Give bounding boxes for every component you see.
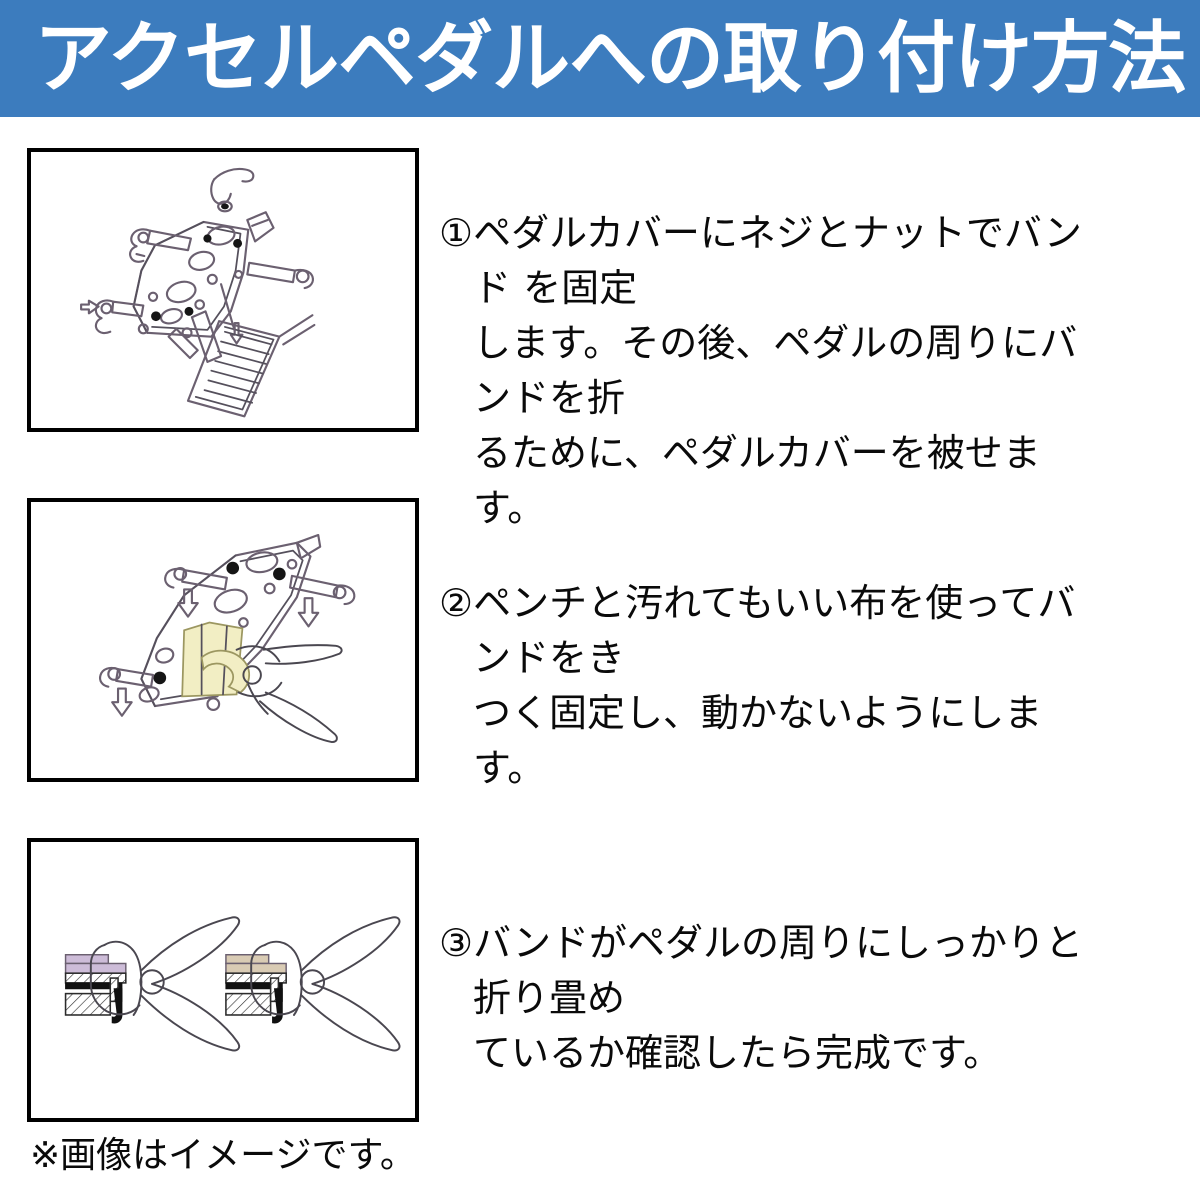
pliers-tightening-band-illustration xyxy=(32,502,414,778)
step-row-1: ①ペダルカバーにネジとナットでバンド を固定 します。その後、ペダルの周りにバン… xyxy=(0,148,1200,536)
step-2-text: ②ペンチと汚れてもいい布を使ってバンドをき つく固定し、動かないようにします。 xyxy=(439,498,1200,796)
step-1-line-1: ①ペダルカバーにネジとナットでバンド を固定 xyxy=(439,211,1082,310)
page-header-banner: アクセルペダルへの取り付け方法 xyxy=(0,0,1200,117)
figure-box-2 xyxy=(27,498,419,782)
figure-box-3 xyxy=(27,838,419,1122)
pliers-cross-section-illustration xyxy=(32,842,414,1118)
step-row-3: ③バンドがペダルの周りにしっかりと折り畳め ているか確認したら完成です。 xyxy=(0,838,1200,1122)
step-2-line-2: つく固定し、動かないようにします。 xyxy=(473,691,1043,790)
step-1-text: ①ペダルカバーにネジとナットでバンド を固定 します。その後、ペダルの周りにバン… xyxy=(439,148,1200,536)
step-row-2: ②ペンチと汚れてもいい布を使ってバンドをき つく固定し、動かないようにします。 xyxy=(0,498,1200,796)
figure-box-1 xyxy=(27,148,419,432)
step-3-line-2: ているか確認したら完成です。 xyxy=(473,1031,1002,1075)
step-1-line-2: します。その後、ペダルの周りにバンドを折 xyxy=(473,321,1078,420)
step-2-line-1: ②ペンチと汚れてもいい布を使ってバンドをき xyxy=(439,581,1076,680)
step-3-text: ③バンドがペダルの周りにしっかりと折り畳め ているか確認したら完成です。 xyxy=(439,838,1200,1081)
step-1-line-3: るために、ペダルカバーを被せます。 xyxy=(473,431,1041,530)
step-3-line-1: ③バンドがペダルの周りにしっかりと折り畳め xyxy=(439,921,1083,1020)
pedal-with-cover-and-bands-illustration xyxy=(32,152,414,428)
image-disclaimer-note: ※画像はイメージです。 xyxy=(30,1135,416,1176)
page-title: アクセルペダルへの取り付け方法 xyxy=(34,13,1186,104)
